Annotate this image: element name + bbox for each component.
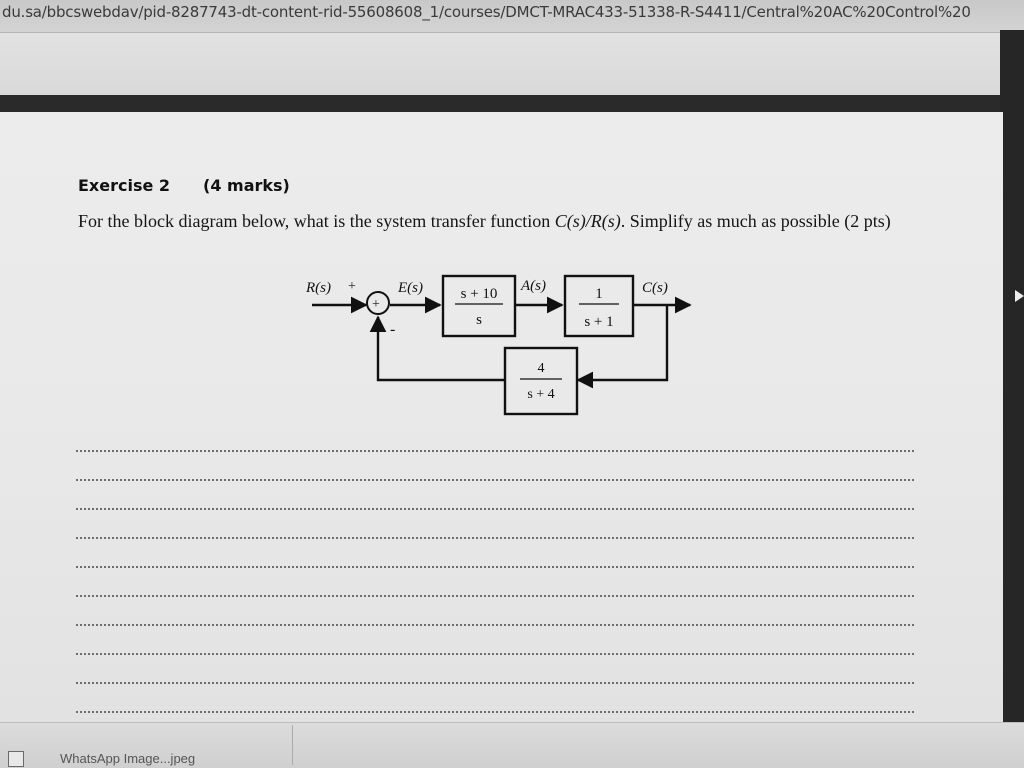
feedback-denominator: s + 4 [527,387,554,402]
answer-lines [76,446,916,726]
feedback-return-line [369,315,505,382]
block2-denominator: s + 1 [584,314,613,330]
question-suffix: . Simplify as much as possible (2 pts) [620,211,891,231]
answer-line [76,450,914,452]
sum-symbol: + [372,297,380,312]
question-prefix: For the block diagram below, what is the… [78,211,555,231]
answer-line [76,479,914,481]
taskbar-item-label[interactable]: WhatsApp Image...jpeg [60,751,196,766]
answer-line [76,711,914,713]
taskbar-separator [292,725,293,765]
answer-line [76,595,914,597]
answer-line [76,682,914,684]
minus-sign: - [390,321,395,338]
block2-numerator: 1 [595,286,603,302]
mouse-cursor-icon [1015,290,1024,302]
address-bar[interactable]: du.sa/bbcswebdav/pid-8287743-dt-content-… [0,0,1024,33]
taskbar: WhatsApp Image...jpeg [0,722,1024,768]
exercise-title: Exercise 2 [78,176,171,195]
answer-line [76,566,914,568]
input-label: R(s) [305,280,331,296]
output-label: C(s) [642,280,668,296]
viewer-frame-band [0,95,1024,112]
question-formula: C(s)/R(s) [554,211,621,231]
summing-junction [366,291,390,315]
document-page [0,112,1003,722]
block-diagram: R(s) + + - E(s) s + 10 s A(s) 1 s + 1 C(… [305,274,692,416]
file-icon[interactable] [8,751,24,767]
feedback-block [503,346,579,416]
toolbar-strip [0,33,1024,95]
error-label: E(s) [397,280,423,296]
exercise-marks: (4 marks) [203,176,290,195]
plus-sign: + [348,279,356,294]
answer-line [76,624,914,626]
answer-line [76,653,914,655]
answer-line [76,537,914,539]
block1-denominator: s [476,312,482,328]
block1-numerator: s + 10 [461,286,498,302]
a-label: A(s) [520,278,546,294]
question-text: For the block diagram below, what is the… [78,209,898,233]
answer-line [76,508,914,510]
monitor-right-edge [1000,30,1024,730]
url-text[interactable]: du.sa/bbcswebdav/pid-8287743-dt-content-… [2,3,971,21]
feedback-pickoff-line [576,305,669,389]
feedback-numerator: 4 [538,361,545,376]
